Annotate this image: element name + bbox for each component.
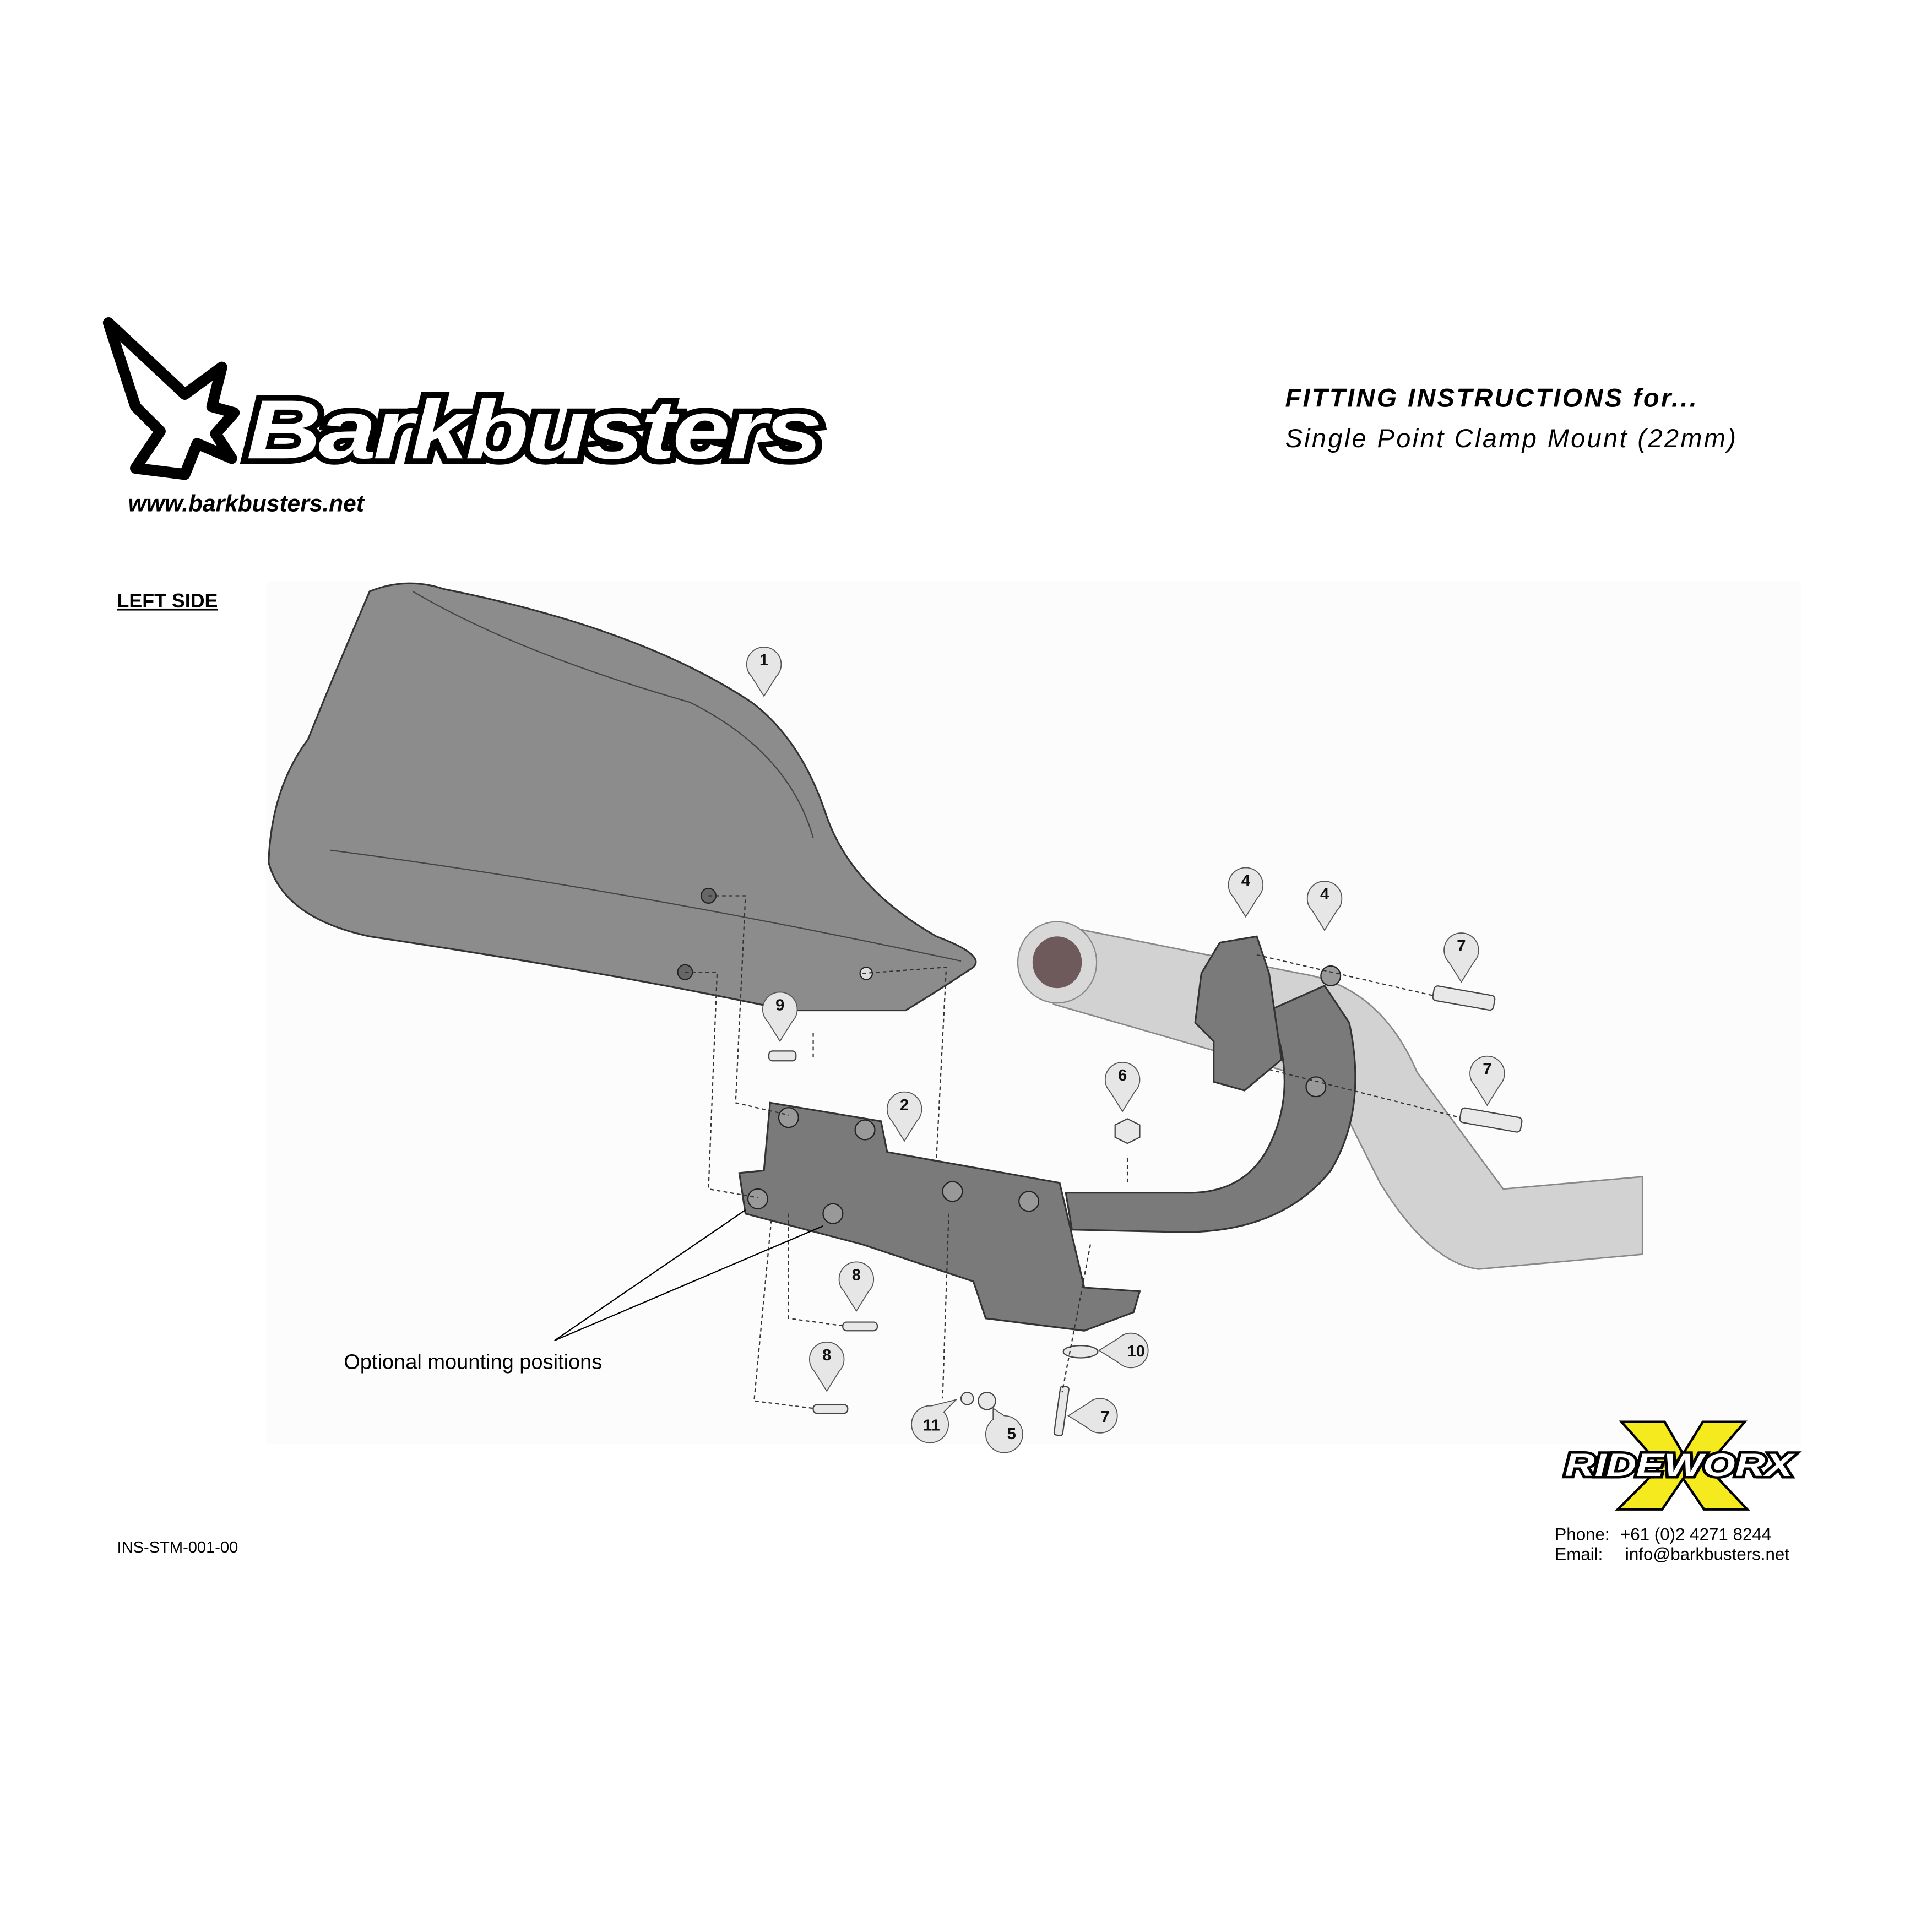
rideworx-logo: RIDEWORX	[1562, 1420, 1798, 1511]
barkbusters-wordmark: Barkbusters	[246, 383, 819, 476]
washer-11	[960, 1391, 974, 1405]
callout-2: 2	[886, 1091, 922, 1142]
callout-7b: 7	[1469, 1055, 1505, 1106]
svg-text:7: 7	[1457, 937, 1466, 955]
exploded-diagram: Optional mounting positions	[266, 581, 1801, 1445]
screw-9	[768, 1050, 797, 1062]
svg-text:2: 2	[900, 1097, 909, 1114]
handguard	[268, 582, 977, 1012]
svg-text:7: 7	[1101, 1408, 1110, 1426]
callout-1: 1	[746, 647, 782, 697]
screw-8-upper	[842, 1321, 878, 1332]
email-label: Email:	[1555, 1544, 1603, 1564]
callouts: 1 4 4 7 9 2 6 7 8 8 10 7 11 5	[746, 647, 1505, 1453]
callout-8a: 8	[838, 1261, 875, 1312]
svg-text:7: 7	[1483, 1061, 1491, 1078]
bolt-7-lower	[1459, 1107, 1523, 1133]
svg-text:1: 1	[759, 652, 768, 669]
left-side-label: LEFT SIDE	[117, 590, 218, 612]
fasteners	[768, 985, 1523, 1436]
callout-6: 6	[1104, 1062, 1141, 1112]
svg-text:10: 10	[1127, 1343, 1145, 1360]
washer-10	[1062, 1344, 1099, 1359]
clamp-half	[1194, 935, 1283, 1092]
callout-10: 10	[1098, 1332, 1149, 1369]
svg-text:4: 4	[1320, 886, 1329, 903]
clamp-arm	[1065, 984, 1356, 1233]
nut-6	[1114, 1118, 1141, 1144]
svg-text:4: 4	[1241, 872, 1251, 890]
callout-5: 5	[985, 1407, 1023, 1453]
bolt-7-bottom	[1053, 1385, 1070, 1436]
svg-text:8: 8	[852, 1266, 861, 1284]
phone-number[interactable]: +61 (0)2 4271 8244	[1620, 1525, 1771, 1544]
svg-text:9: 9	[775, 997, 784, 1014]
rideworx-wordmark: RIDEWORX	[1565, 1447, 1795, 1483]
email-address[interactable]: info@barkbusters.net	[1625, 1544, 1789, 1564]
callout-4a: 4	[1228, 867, 1264, 918]
callout-4b: 4	[1306, 881, 1343, 931]
barkbusters-logo: Barkbusters	[102, 317, 827, 482]
contact-info: Phone: +61 (0)2 4271 8244 Email: info@ba…	[1555, 1525, 1789, 1564]
mounting-bracket	[738, 1101, 1141, 1332]
spacer-5	[978, 1391, 996, 1410]
barkbusters-emblem-icon	[102, 317, 240, 480]
callout-11: 11	[911, 1398, 958, 1443]
screw-8-lower	[812, 1404, 849, 1414]
callout-9: 9	[762, 991, 798, 1043]
phone-label: Phone:	[1555, 1525, 1609, 1544]
document-title: FITTING INSTRUCTIONS for...	[1285, 383, 1698, 412]
svg-text:6: 6	[1118, 1067, 1127, 1084]
document-code: INS-STM-001-00	[117, 1539, 238, 1556]
document-subtitle: Single Point Clamp Mount (22mm)	[1285, 424, 1738, 453]
callout-7c: 7	[1067, 1398, 1118, 1434]
callout-7a: 7	[1443, 932, 1479, 983]
svg-text:5: 5	[1007, 1425, 1016, 1443]
callout-8b: 8	[809, 1341, 845, 1392]
svg-text:8: 8	[822, 1347, 831, 1364]
website-link[interactable]: www.barkbusters.net	[128, 491, 365, 517]
svg-text:11: 11	[923, 1417, 940, 1434]
rideworx-x-icon	[1615, 1420, 1750, 1511]
optional-mounting-note: Optional mounting positions	[344, 1351, 602, 1374]
bolt-7-upper	[1432, 985, 1496, 1011]
